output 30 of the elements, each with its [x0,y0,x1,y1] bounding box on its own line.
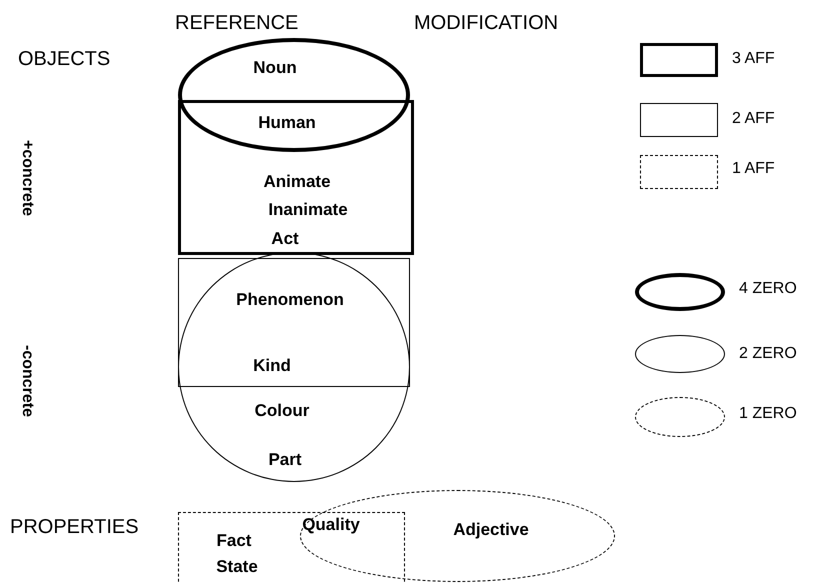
rectangle-outline [178,100,414,255]
term-label: Noun [253,58,297,78]
row-heading: OBJECTS [18,48,110,71]
column-heading: MODIFICATION [414,12,558,35]
row-heading: PROPERTIES [10,516,139,539]
oval-outline [178,38,410,152]
legend-label: 4 ZERO [739,280,797,298]
term-label: Quality [302,515,360,535]
axis-label: -concrete [18,345,36,418]
oval-outline [300,490,615,582]
legend-label: 1 ZERO [739,405,797,423]
term-label: Animate [263,172,331,192]
term-label: Kind [253,356,291,376]
rectangle-outline [178,512,405,583]
term-label: Part [268,450,302,470]
axis-label: +concrete [18,140,36,216]
term-label: Act [271,229,299,249]
legend-label: 2 ZERO [739,345,797,363]
legend-label: 1 AFF [732,160,775,178]
term-label: State [216,557,258,577]
term-label: Phenomenon [236,290,344,310]
legend-label: 3 AFF [732,50,775,68]
legend-label: 2 AFF [732,110,775,128]
column-heading: REFERENCE [175,12,298,35]
term-label: Fact [216,531,252,551]
term-label: Human [258,113,316,133]
circle-outline [178,252,410,482]
term-label: Colour [254,401,310,421]
term-label: Adjective [453,520,529,540]
term-label: Inanimate [268,200,348,220]
